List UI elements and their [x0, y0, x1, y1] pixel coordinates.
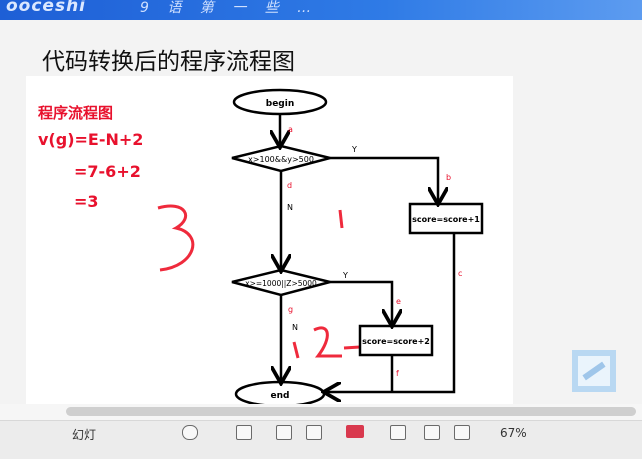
- process-2-label: score=score+2: [362, 337, 430, 346]
- no-label-1: N: [287, 203, 293, 212]
- yes-label-1: Y: [351, 145, 357, 154]
- edge-label-a: a: [288, 125, 293, 134]
- annotation-result: =3: [74, 192, 99, 211]
- edge-label-d: d: [287, 181, 292, 190]
- slide-title: 代码转换后的程序流程图: [42, 49, 295, 75]
- reading-view-icon[interactable]: [390, 425, 406, 440]
- brand-logo-text: ooceshi: [6, 0, 87, 16]
- edge-label-e: e: [396, 297, 401, 306]
- edge-label-c: c: [458, 269, 462, 278]
- edge-label-g: g: [288, 305, 293, 314]
- normal-view-icon[interactable]: [236, 425, 252, 440]
- zoom-level: 67%: [500, 426, 527, 440]
- decision-2-label: x>=1000||Z>5000: [245, 279, 317, 288]
- end-label: end: [271, 391, 290, 401]
- process-1: [408, 202, 484, 235]
- status-bar: 幻灯 67%: [0, 420, 642, 459]
- handwritten-one: [338, 209, 344, 229]
- annotation-formula: v(g)=E-N+2: [38, 130, 144, 149]
- horizontal-scrollbar[interactable]: [0, 404, 642, 420]
- sorter-view-icon[interactable]: [306, 425, 322, 440]
- fit-icon[interactable]: [424, 425, 440, 440]
- yes-label-2: Y: [342, 271, 348, 280]
- begin-label: begin: [266, 99, 294, 109]
- annotation-step: =7-6+2: [74, 162, 141, 181]
- top-banner: ooceshi 9 语 第 一 些 …: [0, 0, 642, 20]
- annotation-heading: 程序流程图: [38, 104, 114, 122]
- zoom-out-icon[interactable]: [454, 425, 470, 440]
- watermark-logo: [572, 350, 616, 392]
- process-1-label: score=score+1: [412, 215, 480, 224]
- scrollbar-thumb[interactable]: [66, 407, 636, 416]
- edge-label-b: b: [446, 173, 451, 182]
- decision-1-label: x>100&&y>500: [248, 155, 314, 164]
- slide-canvas: 代码转换后的程序流程图 程序流程图 v(g)=E-N+2 =7-6+2 =3: [0, 20, 642, 408]
- outline-view-icon[interactable]: [276, 425, 292, 440]
- flowchart-image: 程序流程图 v(g)=E-N+2 =7-6+2 =3: [26, 76, 513, 406]
- banner-subtitle: 9 语 第 一 些 …: [140, 0, 319, 16]
- handwritten-three: [157, 204, 195, 272]
- slideshow-icon[interactable]: [346, 425, 364, 438]
- flowchart-diagram: begin x>100&&y>500 score=score+1 x>=1000…: [157, 88, 484, 406]
- notes-icon[interactable]: [182, 425, 198, 440]
- status-slide-text: 幻灯: [72, 428, 97, 442]
- no-label-2: N: [292, 323, 298, 332]
- handwritten-one-two: [292, 326, 361, 359]
- edge-label-f: f: [396, 369, 399, 378]
